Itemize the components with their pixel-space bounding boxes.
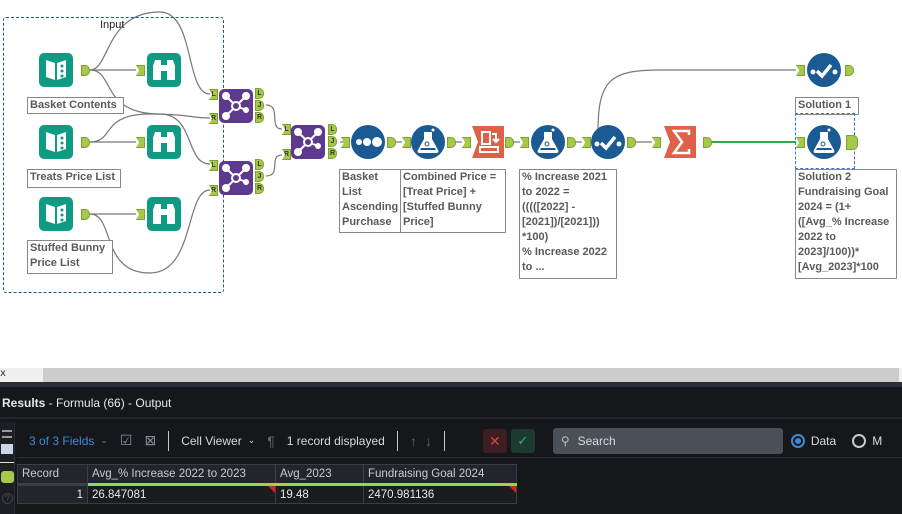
join-right-output[interactable]: R — [255, 183, 264, 194]
list-icon[interactable] — [2, 430, 12, 432]
join-icon[interactable] — [218, 88, 254, 124]
output-anchor[interactable] — [505, 137, 514, 148]
label-solution-1: Solution 1 — [795, 97, 859, 115]
fields-dropdown[interactable]: 3 of 3 Fields⌄ — [29, 433, 108, 448]
results-sidebar: ? — [0, 422, 15, 514]
select-all-icon[interactable]: ☑ — [119, 432, 133, 448]
data-view-icon[interactable] — [1, 471, 14, 483]
output-anchor[interactable] — [846, 135, 858, 150]
arrow-up-icon[interactable]: ↑ — [409, 432, 417, 449]
join-join-output[interactable]: J — [255, 171, 264, 182]
wire — [265, 154, 283, 177]
column-header[interactable]: Fundraising Goal 2024 — [363, 464, 517, 486]
join-right-output[interactable]: R — [255, 112, 264, 123]
select-check-icon[interactable] — [806, 52, 842, 88]
join-icon[interactable] — [218, 160, 254, 196]
table-cell[interactable]: 2470.981136 — [363, 484, 517, 504]
scrollbar-thumb[interactable] — [43, 368, 899, 382]
clear-filter-button[interactable]: ✕ — [482, 428, 507, 453]
wire — [89, 11, 211, 95]
results-title: Results - Formula (66) - Output — [0, 387, 902, 419]
table-row[interactable]: 1 26.847081 19.48 2470.981136 — [17, 484, 517, 504]
workflow-canvas[interactable]: Input Basket Contents Treats Price List … — [0, 0, 902, 368]
output-anchor[interactable] — [81, 65, 90, 76]
input-data-icon[interactable] — [38, 196, 74, 232]
column-header-record[interactable]: Record — [17, 464, 88, 486]
browse-binoculars-icon[interactable] — [146, 52, 182, 88]
input-data-icon[interactable] — [38, 124, 74, 160]
join-right-output[interactable]: R — [328, 148, 337, 159]
join-join-output[interactable]: J — [328, 136, 337, 147]
record-count: 1 record displayed — [286, 433, 385, 448]
input-data-icon[interactable] — [38, 52, 74, 88]
crosstab-icon[interactable] — [470, 124, 506, 160]
join-left-output[interactable]: L — [255, 88, 264, 99]
wire — [597, 69, 796, 133]
deselect-icon[interactable]: ⊠ — [144, 432, 157, 448]
grid-view-icon[interactable] — [1, 444, 13, 454]
wire — [89, 189, 211, 274]
browse-binoculars-icon[interactable] — [146, 196, 182, 232]
formula-flask-icon[interactable] — [410, 124, 446, 160]
results-table: Record Avg_% Increase 2022 to 2023 Avg_2… — [17, 464, 517, 504]
apply-filter-button[interactable]: ✓ — [510, 428, 535, 453]
label-formula-increase: % Increase 2021 to 2022 = (((([2022] - [… — [519, 169, 617, 279]
label-sort: Basket List Ascending Purchase Ye Ascend… — [339, 169, 401, 233]
table-cell[interactable]: 19.48 — [275, 484, 364, 504]
formula-flask-icon[interactable] — [530, 124, 566, 160]
output-anchor[interactable] — [845, 65, 854, 76]
close-icon[interactable]: x — [0, 368, 6, 379]
record-number: 1 — [17, 484, 88, 504]
wire — [89, 113, 211, 143]
help-icon[interactable]: ? — [2, 493, 13, 504]
radio-data[interactable]: Data — [790, 433, 836, 448]
label-treats-price-list: Treats Price List — [27, 169, 121, 188]
output-anchor[interactable] — [627, 137, 636, 148]
input-container[interactable] — [3, 17, 224, 293]
label-stuffed-bunny: Stuffed Bunny Price List — [27, 240, 113, 274]
label-formula-combined-price: Combined Price = [Treat Price] + [Stuffe… — [400, 169, 506, 233]
join-left-output[interactable]: L — [328, 124, 337, 135]
horizontal-scrollbar[interactable]: x — [0, 368, 902, 382]
container-title: Input — [100, 19, 125, 31]
join-left-output[interactable]: L — [255, 159, 264, 170]
cell-viewer-dropdown[interactable]: Cell Viewer⌄ — [181, 433, 256, 448]
join-join-output[interactable]: J — [255, 100, 264, 111]
output-anchor[interactable] — [703, 137, 712, 148]
sort-icon[interactable] — [350, 124, 386, 160]
wire — [265, 104, 283, 130]
output-anchor[interactable] — [387, 137, 396, 148]
output-anchor[interactable] — [567, 137, 576, 148]
select-check-icon[interactable] — [590, 124, 626, 160]
join-icon[interactable] — [290, 124, 326, 160]
radio-metadata[interactable]: M — [852, 433, 882, 448]
results-toolbar: 3 of 3 Fields⌄ ☑ ⊠ Cell Viewer⌄ ¶ 1 reco… — [17, 424, 902, 458]
output-anchor[interactable] — [81, 137, 90, 148]
arrow-down-icon[interactable]: ↓ — [424, 432, 432, 449]
search-input[interactable]: ⚲Search — [552, 427, 783, 454]
formula-flask-icon[interactable] — [806, 124, 842, 160]
results-panel: Results - Formula (66) - Output ? 3 of 3… — [0, 382, 902, 514]
column-header[interactable]: Avg_% Increase 2022 to 2023 — [87, 464, 276, 486]
column-header[interactable]: Avg_2023 — [275, 464, 364, 486]
label-solution-2: Solution 2 Fundraising Goal 2024 = (1+ (… — [795, 169, 897, 279]
summarize-sigma-icon[interactable] — [662, 124, 698, 160]
search-icon: ⚲ — [560, 433, 570, 448]
label-basket-contents: Basket Contents — [27, 97, 124, 114]
output-anchor[interactable] — [81, 209, 90, 220]
output-anchor[interactable] — [447, 137, 456, 148]
browse-binoculars-icon[interactable] — [146, 124, 182, 160]
pilcrow-icon[interactable]: ¶ — [267, 432, 275, 449]
table-cell[interactable]: 26.847081 — [87, 484, 276, 504]
